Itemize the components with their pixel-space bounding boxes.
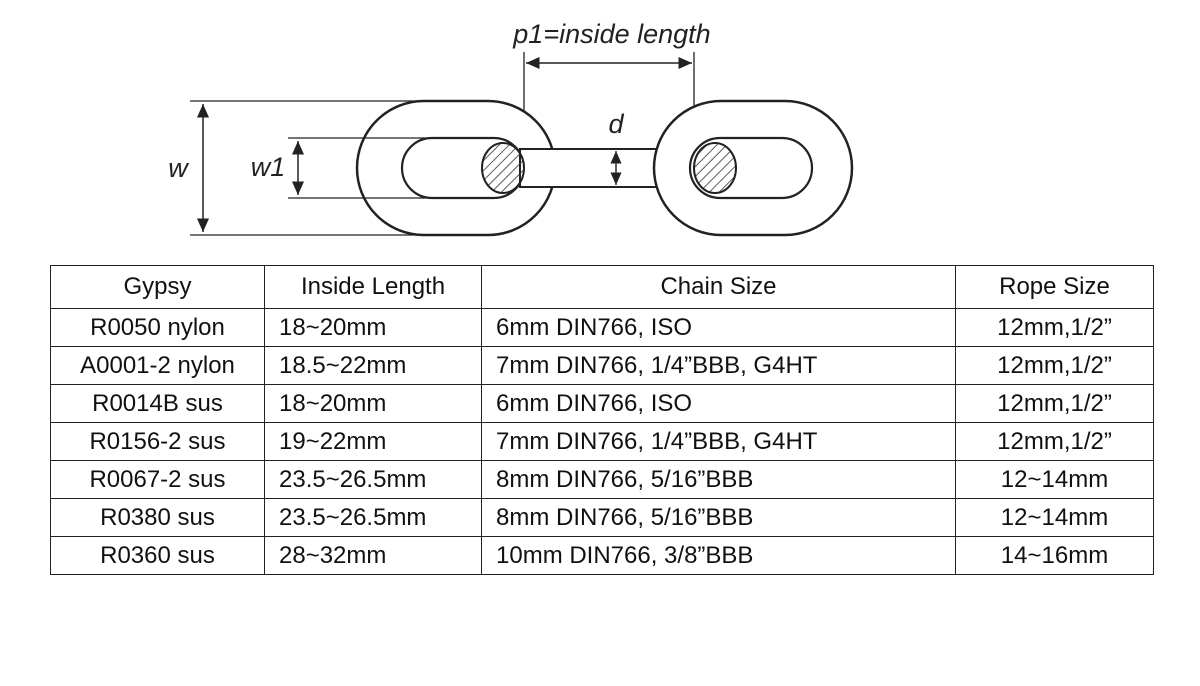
inside-length-cell: 23.5~26.5mm: [264, 460, 482, 499]
table-row: R0067-2 sus 23.5~26.5mm 8mm DIN766, 5/16…: [50, 460, 1154, 499]
rope-size-cell: 12~14mm: [955, 460, 1154, 499]
gypsy-cell: A0001-2 nylon: [50, 346, 265, 385]
inside-length-cell: 18~20mm: [264, 308, 482, 347]
table-row: R0156-2 sus 19~22mm 7mm DIN766, 1/4”BBB,…: [50, 422, 1154, 461]
rope-size-cell: 12mm,1/2”: [955, 422, 1154, 461]
header-inside-length: Inside Length: [264, 265, 482, 309]
table-header-row: Gypsy Inside Length Chain Size Rope Size: [50, 265, 1154, 309]
w1-label: w1: [251, 152, 286, 182]
right-cross-section: [693, 142, 737, 194]
left-cross-section: [481, 142, 525, 194]
chain-size-cell: 8mm DIN766, 5/16”BBB: [481, 460, 956, 499]
inside-length-cell: 19~22mm: [264, 422, 482, 461]
chain-size-cell: 7mm DIN766, 1/4”BBB, G4HT: [481, 346, 956, 385]
inside-length-cell: 28~32mm: [264, 536, 482, 575]
header-chain-size: Chain Size: [481, 265, 956, 309]
header-gypsy: Gypsy: [50, 265, 265, 309]
rope-size-cell: 12mm,1/2”: [955, 346, 1154, 385]
w-label: w: [168, 153, 189, 183]
chain-size-cell: 7mm DIN766, 1/4”BBB, G4HT: [481, 422, 956, 461]
chain-size-cell: 8mm DIN766, 5/16”BBB: [481, 498, 956, 537]
chain-size-cell: 6mm DIN766, ISO: [481, 308, 956, 347]
inside-length-cell: 23.5~26.5mm: [264, 498, 482, 537]
gypsy-cell: R0156-2 sus: [50, 422, 265, 461]
gypsy-spec-table: Gypsy Inside Length Chain Size Rope Size…: [50, 265, 1154, 575]
rope-size-cell: 12mm,1/2”: [955, 308, 1154, 347]
header-rope-size: Rope Size: [955, 265, 1154, 309]
chain-link-diagram: p1=inside length d w w1: [168, 19, 854, 237]
gypsy-cell: R0067-2 sus: [50, 460, 265, 499]
gypsy-cell: R0360 sus: [50, 536, 265, 575]
chain-size-cell: 10mm DIN766, 3/8”BBB: [481, 536, 956, 575]
gypsy-cell: R0380 sus: [50, 498, 265, 537]
rope-size-cell: 14~16mm: [955, 536, 1154, 575]
d-label: d: [608, 109, 624, 139]
gypsy-cell: R0050 nylon: [50, 308, 265, 347]
table-row: R0050 nylon 18~20mm 6mm DIN766, ISO 12mm…: [50, 308, 1154, 347]
chain-size-cell: 6mm DIN766, ISO: [481, 384, 956, 423]
table-row: A0001-2 nylon 18.5~22mm 7mm DIN766, 1/4”…: [50, 346, 1154, 385]
gypsy-cell: R0014B sus: [50, 384, 265, 423]
inside-length-cell: 18~20mm: [264, 384, 482, 423]
p1-label: p1=inside length: [512, 19, 710, 49]
rope-size-cell: 12~14mm: [955, 498, 1154, 537]
rope-size-cell: 12mm,1/2”: [955, 384, 1154, 423]
table-row: R0380 sus 23.5~26.5mm 8mm DIN766, 5/16”B…: [50, 498, 1154, 537]
table-row: R0014B sus 18~20mm 6mm DIN766, ISO 12mm,…: [50, 384, 1154, 423]
inside-length-cell: 18.5~22mm: [264, 346, 482, 385]
table-row: R0360 sus 28~32mm 10mm DIN766, 3/8”BBB 1…: [50, 536, 1154, 575]
